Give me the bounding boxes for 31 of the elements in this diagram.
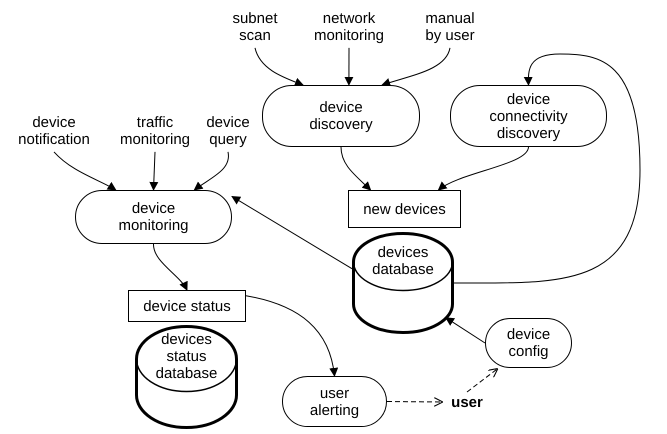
source-label: device notification bbox=[8, 112, 100, 150]
arrow bbox=[254, 47, 304, 86]
arrow bbox=[153, 244, 188, 291]
source-label: network monitoring bbox=[305, 8, 393, 46]
source-label: device query bbox=[201, 112, 255, 150]
actor-label: user bbox=[442, 392, 492, 412]
arrow bbox=[340, 146, 372, 191]
arrow bbox=[438, 146, 529, 190]
source-label: traffic monitoring bbox=[111, 112, 199, 150]
process-box: user alerting bbox=[282, 376, 387, 427]
data-box: device status bbox=[128, 290, 246, 322]
arrow bbox=[246, 295, 338, 377]
arrow bbox=[386, 396, 444, 407]
arrow bbox=[454, 54, 640, 284]
database-label: devices database bbox=[371, 244, 435, 278]
arrow bbox=[445, 317, 486, 344]
arrow bbox=[149, 151, 158, 191]
source-label: subnet scan bbox=[225, 8, 285, 46]
process-box: device monitoring bbox=[75, 190, 232, 244]
arrow bbox=[231, 196, 352, 270]
process-box: device config bbox=[485, 318, 572, 368]
source-label: manual by user bbox=[418, 8, 482, 46]
arrow bbox=[54, 151, 117, 190]
arrow bbox=[466, 368, 498, 392]
process-box: device connectivity discovery bbox=[450, 85, 607, 147]
process-box: device discovery bbox=[262, 85, 420, 147]
database-label: devices status database bbox=[154, 331, 218, 382]
data-box: new devices bbox=[348, 190, 461, 228]
arrow bbox=[194, 151, 229, 191]
arrow bbox=[344, 47, 354, 86]
arrow bbox=[381, 47, 450, 87]
